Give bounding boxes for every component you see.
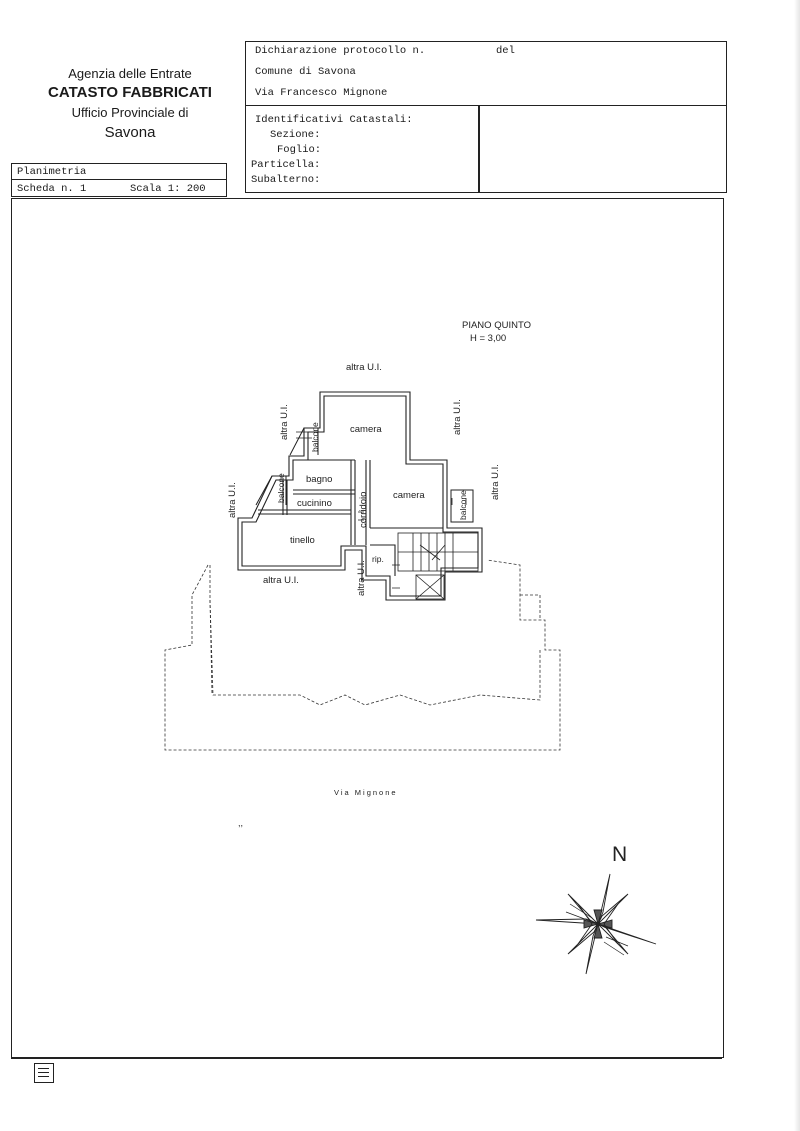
particella-label: Particella: xyxy=(251,159,321,171)
room-balcone-1: balcone xyxy=(310,422,320,452)
street-label: Via Mignone xyxy=(334,788,398,797)
agency-city: Savona xyxy=(104,124,156,141)
foglio-label: Foglio: xyxy=(277,144,322,156)
del-label: del xyxy=(496,45,515,57)
neighbor-left: altra U.I. xyxy=(227,482,238,518)
document-lines-icon[interactable] xyxy=(34,1063,54,1083)
identifiers-blank-box xyxy=(478,105,727,193)
footer-rule xyxy=(11,1058,722,1059)
compass-rose-icon xyxy=(535,873,657,975)
room-cucinino: cucinino xyxy=(297,498,332,509)
drawing-frame xyxy=(11,198,724,1058)
identifiers-box: Identificativi Catastali: Sezione: Fogli… xyxy=(245,105,480,193)
room-camera-1: camera xyxy=(350,424,382,435)
agency-office: Ufficio Provinciale di xyxy=(71,105,189,120)
room-balcone-2: balcone xyxy=(276,473,286,503)
room-balcone-3: balcone xyxy=(458,490,468,520)
comune-label: Comune di Savona xyxy=(255,66,356,78)
sheet-type: Planimetria xyxy=(17,166,87,178)
neighbor-bottom: altra U.I. xyxy=(263,575,299,586)
stairs xyxy=(397,532,479,600)
floor-label: PIANO QUINTO xyxy=(462,320,531,331)
balconies xyxy=(255,427,474,523)
sheet-scale: Scala 1: 200 xyxy=(130,183,206,195)
address-label: Via Francesco Mignone xyxy=(255,87,388,99)
room-tinello: tinello xyxy=(290,535,315,546)
compass-hatching xyxy=(565,903,629,956)
room-camera-2: camera xyxy=(393,490,425,501)
room-ripostiglio: rip. xyxy=(372,554,384,564)
neighbor-top: altra U.I. xyxy=(346,362,382,373)
apartment-walls xyxy=(237,391,483,601)
building-outline xyxy=(164,559,561,751)
neighbor-upper-left: altra U.I. xyxy=(279,404,290,440)
sheet-number: Scheda n. 1 xyxy=(17,183,87,195)
stray-mark: ,, xyxy=(238,818,243,828)
room-bagno: bagno xyxy=(306,474,332,485)
agency-name: Agenzia delle Entrate xyxy=(68,66,192,81)
declaration-box: Dichiarazione protocollo n. del Comune d… xyxy=(245,41,727,106)
sezione-label: Sezione: xyxy=(270,129,321,141)
door-marks xyxy=(296,431,467,589)
scan-edge xyxy=(794,0,800,1131)
subalterno-label: Subalterno: xyxy=(251,174,321,186)
protocol-label: Dichiarazione protocollo n. xyxy=(255,45,426,57)
north-label: N xyxy=(612,843,627,866)
identifiers-title: Identificativi Catastali: xyxy=(255,114,413,126)
height-label: H = 3,00 xyxy=(470,333,506,344)
room-corridoio: corridoio xyxy=(358,492,369,528)
neighbor-center: altra U.I. xyxy=(356,560,367,596)
sheet-box: Planimetria Scheda n. 1 Scala 1: 200 xyxy=(11,163,227,197)
neighbor-upper-right: altra U.I. xyxy=(452,399,463,435)
neighbor-right: altra U.I. xyxy=(490,464,501,500)
agency-catasto: CATASTO FABBRICATI xyxy=(48,84,212,101)
